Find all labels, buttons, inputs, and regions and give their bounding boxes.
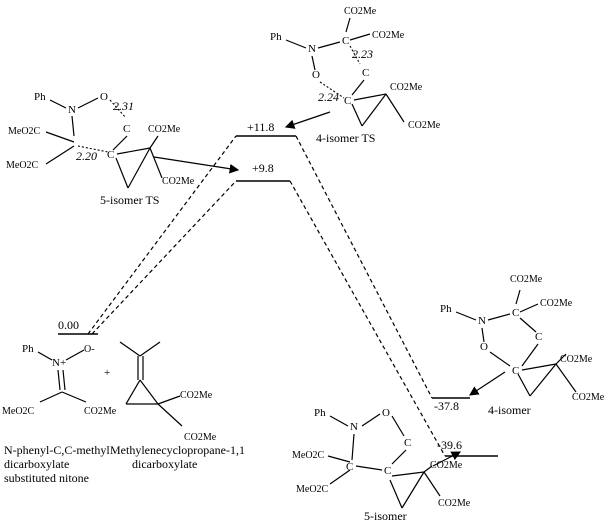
nitrone-nplus: N+ [52,357,66,369]
ts4-o: O [312,69,320,81]
ts4-c-top: C [342,35,349,47]
ts4-co2me-d: CO2Me [408,120,441,131]
p4-o: O [480,341,488,353]
p5-c-mid: C [384,465,391,477]
structure-reactants: Ph N+ O- MeO2C CO2Me + CO2Me CO2Me N-phe… [2,341,245,485]
reactant-plus: + [104,367,110,379]
ts4-ph: Ph [270,31,282,43]
p5-n: N [350,421,358,433]
nitrone-co2me: CO2Me [84,406,117,417]
ts5-caption: 5-isomer TS [100,193,159,207]
p5-caption: 5-isomer [364,509,407,523]
nitrone-ph: Ph [22,343,34,355]
p4-c-mid: C [512,365,519,377]
ts5-c-mid: C [107,149,114,161]
ts5-o: O [100,91,108,103]
energy-levels [58,135,498,457]
structure-product-4: CO2Me CO2Me Ph N O C C C CO2Me CO2Me 4-i… [440,274,605,417]
reaction-paths [87,135,446,457]
p4-co2me-b: CO2Me [540,298,573,309]
ts5-co2me-b: CO2Me [162,176,195,187]
energy-product-4: -37.8 [434,399,459,413]
mcp-caption-1: Methylenecyclopropane-1,1 [110,443,245,457]
ts5-co2me-a: CO2Me [148,124,181,135]
ts4-caption: 4-isomer TS [316,131,375,145]
path-ts5-to-product5 [289,180,446,457]
nitrone-caption-3: substituted nitone [4,471,89,485]
ts5-meo2c-a: MeO2C [8,126,41,137]
ts5-ph: Ph [34,91,46,103]
p4-co2me-d: CO2Me [572,392,605,403]
arrow-ts4 [284,111,331,129]
ts5-n: N [68,104,76,116]
path-ts4-to-product4 [295,135,433,399]
pointer-arrows [153,111,506,467]
nitrone-meo2c: MeO2C [2,406,35,417]
arrow-product5 [432,451,462,467]
p5-o: O [382,407,390,419]
ts4-co2me-c: CO2Me [390,82,423,93]
p5-co2me-b: CO2Me [438,498,471,509]
ts4-c-mid: C [344,95,351,107]
p4-ph: Ph [440,303,452,315]
path-reactant-to-ts4 [87,135,237,335]
p4-c-top: C [512,307,519,319]
arrow-ts5 [153,156,240,174]
ts4-dist-a: 2.23 [352,47,373,61]
ts4-c-right: C [362,67,369,79]
structure-ts-4: CO2Me CO2Me Ph N O C 2.23 C 2.24 C CO2Me… [270,6,441,145]
structure-ts-5: Ph N O 2.31 C MeO2C MeO2C 2.20 C CO2Me C… [6,91,195,207]
structure-product-5: Ph N O C C C MeO2C MeO2C CO2Me CO2Me 5-i… [292,407,471,523]
ts5-meo2c-b: MeO2C [6,160,39,171]
p4-n: N [478,315,486,327]
energy-reactant: 0.00 [58,318,79,332]
ts4-co2me-a: CO2Me [344,6,377,17]
p5-c-left: C [346,461,353,473]
p5-meo2c-b: MeO2C [296,484,329,495]
ts5-dist-a: 2.31 [113,99,134,113]
energy-product-5: -39.6 [437,438,462,452]
p5-co2me-a: CO2Me [430,460,463,471]
p5-ph: Ph [314,407,326,419]
path-reactant-to-ts5 [91,180,237,335]
p4-co2me-c: CO2Me [560,354,593,365]
arrow-product4 [468,371,506,396]
nitrone-ominus: O- [84,344,95,355]
nitrone-caption-1: N-phenyl-C,C-methyl [4,443,110,457]
energy-ts-4: +11.8 [247,120,274,134]
ts4-dist-b: 2.24 [318,90,339,104]
mcp-co2me-b: CO2Me [184,432,217,443]
ts5-c-top: C [123,123,130,135]
mcp-caption-2: dicarboxylate [132,457,197,471]
ts4-co2me-b: CO2Me [372,30,405,41]
ts4-n: N [308,43,316,55]
p4-c-right: C [535,331,542,343]
p4-co2me-a: CO2Me [510,274,543,285]
p5-c-top: C [404,437,411,449]
p4-caption: 4-isomer [488,403,531,417]
ts5-dist-b: 2.20 [76,149,97,163]
p5-meo2c-a: MeO2C [292,450,325,461]
nitrone-caption-2: dicarboxylate [4,457,69,471]
energy-labels: 0.00 +11.8 +9.8 -37.8 -39.6 [58,120,462,452]
energy-ts-5: +9.8 [252,161,274,175]
mcp-co2me-a: CO2Me [180,390,213,401]
